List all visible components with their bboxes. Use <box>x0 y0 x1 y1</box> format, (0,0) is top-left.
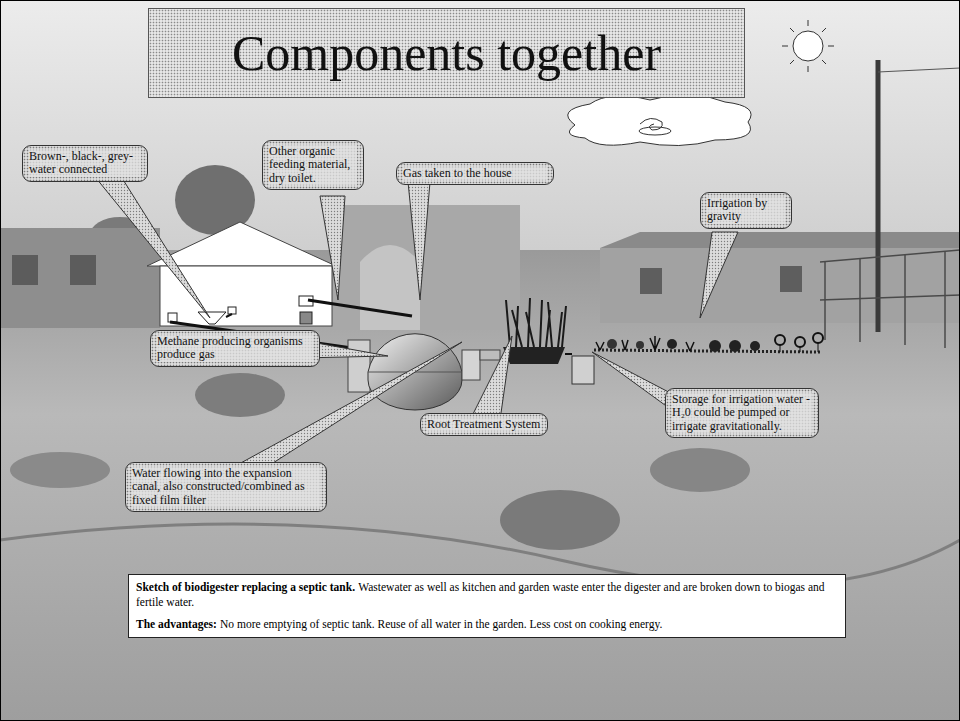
power-pole <box>878 60 960 332</box>
shrub <box>195 373 285 417</box>
sun-rays <box>782 20 834 72</box>
callout-bubble: Irrigation by gravity <box>700 192 792 229</box>
callout-tail <box>320 196 345 300</box>
pole <box>876 60 881 332</box>
caption-lead: The advantages: <box>136 618 217 630</box>
plant <box>709 340 721 352</box>
caption-paragraph: Sketch of biodigester replacing a septic… <box>136 580 838 610</box>
house-roof <box>147 222 336 266</box>
fence-post <box>944 252 946 348</box>
fence <box>820 250 960 348</box>
shrub <box>10 452 110 488</box>
callout-bubble: Root Treatment System <box>420 413 548 436</box>
fence-wire <box>820 250 960 262</box>
toilet <box>300 312 312 324</box>
gas-pipe <box>308 300 412 316</box>
window <box>12 255 38 285</box>
callout-bubble: Brown-, black-, grey-water connected <box>22 145 148 182</box>
fixture <box>228 307 236 314</box>
callout-bubble: Storage for irrigation water - H₂0 could… <box>665 388 819 438</box>
callout-tail <box>96 178 210 318</box>
roof <box>600 232 960 248</box>
flower <box>775 335 785 345</box>
callout-text: Storage for irrigation water - H₂0 could… <box>672 393 812 433</box>
callout-bubble: Other organic feeding material, dry toil… <box>262 140 364 190</box>
expansion-canal <box>462 350 480 380</box>
cloud <box>568 94 751 145</box>
callout-tail <box>408 182 430 300</box>
drain-pipe <box>226 314 232 317</box>
garden-row <box>594 333 823 352</box>
house-wall <box>160 266 332 326</box>
cloud-swirl <box>639 127 671 135</box>
irrigation-line <box>594 350 820 352</box>
callout-text: Root Treatment System <box>427 418 541 431</box>
callout-text: Other organic feeding material, dry toil… <box>269 145 357 185</box>
fence-post <box>824 262 826 340</box>
cloud-shape <box>568 94 751 145</box>
window <box>640 268 662 294</box>
callout-text: Brown-, black-, grey-water connected <box>29 150 141 177</box>
fixture <box>168 313 177 322</box>
reeds <box>506 298 566 347</box>
plant <box>729 340 741 352</box>
fence-post <box>904 255 906 345</box>
caption-text: No more emptying of septic tank. Reuse o… <box>220 618 662 630</box>
flower-stems <box>780 343 818 352</box>
fence-wire <box>820 295 960 300</box>
fence-post <box>859 259 861 342</box>
callout-tails <box>96 178 738 470</box>
window <box>70 255 96 285</box>
sink <box>198 312 226 324</box>
reed-bed <box>503 347 565 364</box>
callout-tail <box>470 336 512 420</box>
root-treatment-bed <box>503 298 566 364</box>
caption-lead: Sketch of biodigester replacing a septic… <box>136 581 355 593</box>
callout-bubble: Methane producing organisms produce gas <box>150 330 320 367</box>
shrub <box>500 490 620 550</box>
shrub <box>650 448 750 492</box>
callout-bubble: Water flowing into the expansion canal, … <box>125 462 327 512</box>
outlet-pipe <box>565 353 572 355</box>
wire <box>878 68 960 72</box>
flower <box>813 333 823 343</box>
plant <box>636 341 644 349</box>
plant <box>607 339 617 349</box>
callout-text: Gas taken to the house <box>403 167 547 180</box>
callout-text: Methane producing organisms produce gas <box>157 335 313 362</box>
fixed-film-filter <box>480 350 500 360</box>
flower <box>795 337 805 347</box>
caption-paragraph: The advantages:No more emptying of septi… <box>136 617 838 632</box>
sun <box>782 20 834 72</box>
inlet-chamber <box>348 340 370 392</box>
title-banner: Components together <box>148 8 745 98</box>
callout-text: Irrigation by gravity <box>707 197 785 224</box>
title-text: Components together <box>232 24 661 82</box>
callout-tail <box>700 232 738 318</box>
callout-text: Water flowing into the expansion canal, … <box>132 467 320 507</box>
plants <box>596 336 694 351</box>
building <box>600 248 960 323</box>
window <box>780 266 802 292</box>
plant <box>750 341 760 351</box>
storage-tank <box>572 356 594 384</box>
plant <box>667 339 677 349</box>
caption-box: Sketch of biodigester replacing a septic… <box>128 574 846 638</box>
sun-disc <box>793 31 823 61</box>
building <box>0 228 160 328</box>
callout-bubble: Gas taken to the house <box>396 162 554 185</box>
